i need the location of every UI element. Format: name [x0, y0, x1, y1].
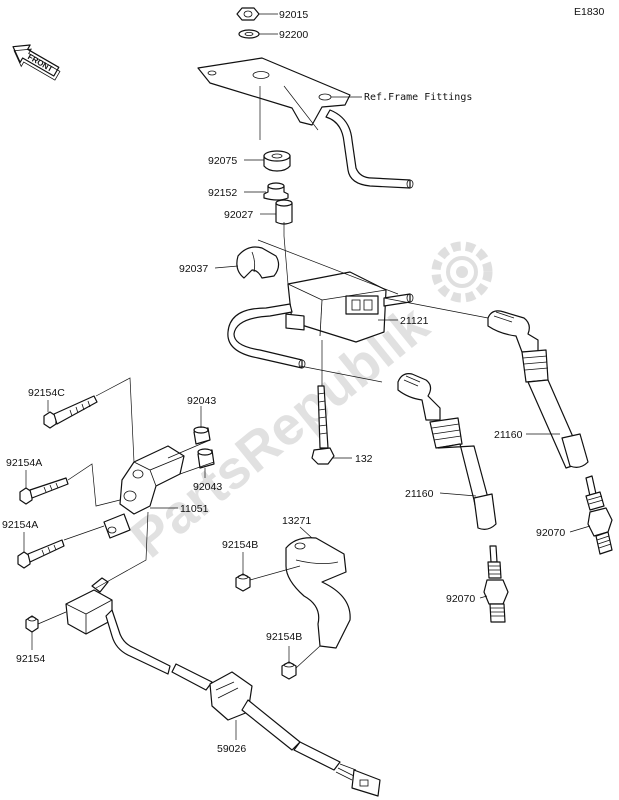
- harness-59026: [65, 577, 381, 797]
- label-92037: 92037: [179, 263, 208, 275]
- grommet-92075: [263, 150, 291, 172]
- ignition-coil-21121: [227, 271, 414, 369]
- watermark-text: PartsRepublik: [120, 294, 441, 570]
- label-92070-right: 92070: [536, 527, 565, 539]
- diagram-code: E1830: [574, 6, 605, 18]
- label-11051: 11051: [180, 503, 209, 515]
- label-132: 132: [355, 453, 373, 465]
- label-92043-top: 92043: [187, 395, 216, 407]
- plug-lead-21160-right: [487, 310, 589, 469]
- spark-plug-92070-lower: [483, 545, 509, 623]
- bracket-11051: [103, 445, 185, 539]
- label-21160-right: 21160: [494, 429, 523, 441]
- collar-92027: [275, 199, 293, 225]
- callout-labels: 92015 92200 Ref.Frame Fittings 92075 921…: [2, 9, 565, 755]
- bolt-92154: [25, 615, 39, 633]
- washer-92200: [238, 29, 260, 39]
- bolt-92154b-lower: [281, 661, 297, 680]
- nut-92015: [236, 7, 260, 21]
- label-92154a-upper: 92154A: [6, 457, 42, 469]
- bolt-92154b-upper: [235, 573, 251, 592]
- label-92015: 92015: [279, 9, 308, 21]
- spark-plug-92070-right: [585, 475, 613, 555]
- label-59026: 59026: [217, 743, 246, 755]
- bolt-92154a-upper: [19, 477, 69, 505]
- label-ref-frame-fittings: Ref.Frame Fittings: [364, 92, 472, 103]
- label-92154: 92154: [16, 653, 45, 665]
- damper-92037: [236, 246, 280, 279]
- cover-13271: [285, 537, 351, 649]
- label-92200: 92200: [279, 29, 308, 41]
- gear-watermark-icon: [431, 241, 493, 303]
- label-92154b-upper: 92154B: [222, 539, 258, 551]
- leader-lines: [23, 13, 591, 740]
- label-21121: 21121: [400, 315, 429, 327]
- label-21160-left: 21160: [405, 488, 434, 500]
- label-92043-bottom: 92043: [193, 481, 222, 493]
- label-13271: 13271: [282, 515, 311, 527]
- front-arrow-icon: FRONT: [12, 44, 61, 81]
- label-92152: 92152: [208, 187, 237, 199]
- collar-92152: [263, 182, 289, 201]
- label-92154b-lower: 92154B: [266, 631, 302, 643]
- label-92075: 92075: [208, 155, 237, 167]
- label-92154c: 92154C: [28, 387, 65, 399]
- label-92027: 92027: [224, 209, 253, 221]
- frame-bracket: [197, 57, 414, 189]
- label-92070-lower: 92070: [446, 593, 475, 605]
- bolt-92154a-lower: [17, 539, 65, 569]
- bolt-132: [311, 385, 335, 465]
- label-92154a-lower: 92154A: [2, 519, 38, 531]
- plug-lead-21160-left: [397, 373, 497, 530]
- collar-92043-top: [193, 426, 211, 445]
- bolt-92154c: [43, 395, 98, 429]
